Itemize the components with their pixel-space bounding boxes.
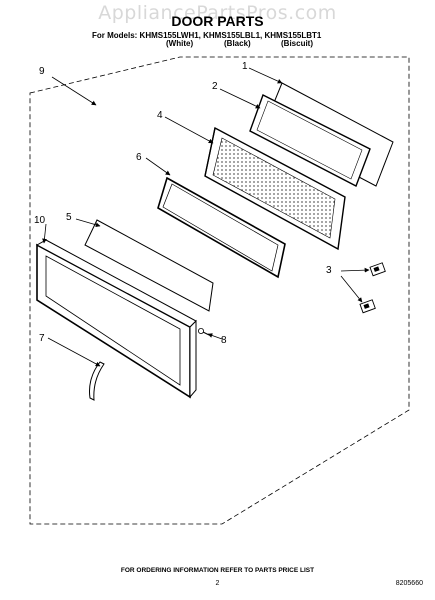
part-8-screw [197,327,210,336]
part-6-door-frame [157,176,286,279]
callout-leaders [42,67,370,367]
callout-2: 2 [212,81,218,92]
part-3-latch-lower [359,299,376,314]
assembly-boundary [29,56,410,525]
part-2-glass-frame [249,94,371,187]
ordering-note: FOR ORDERING INFORMATION REFER TO PARTS … [120,567,315,574]
page-title: DOOR PARTS [171,13,264,29]
callout-3: 3 [326,265,332,276]
callout-1: 1 [242,61,248,72]
color-white: (White) [166,39,194,48]
callout-9: 9 [39,66,45,77]
callout-5: 5 [66,212,72,223]
callout-6: 6 [136,152,142,163]
part-5-window-panel [84,219,214,312]
callout-7: 7 [39,333,45,344]
callout-10: 10 [34,215,46,226]
part-10-outer-door-frame [35,239,197,399]
callout-4: 4 [157,110,163,121]
document-id: 8205660 [395,580,423,587]
color-black: (Black) [224,39,251,48]
page-number: 2 [215,580,220,587]
part-3-latch-upper [369,262,386,277]
watermark: AppliancePartsPros.com [98,2,337,24]
color-biscuit: (Biscuit) [281,39,313,48]
part-4-inner-door-panel [204,126,346,251]
part-7-handle [89,361,105,401]
models-line: For Models: KHMS155LWH1, KHMS155LBL1, KH… [92,31,322,40]
callout-8: 8 [221,335,227,346]
